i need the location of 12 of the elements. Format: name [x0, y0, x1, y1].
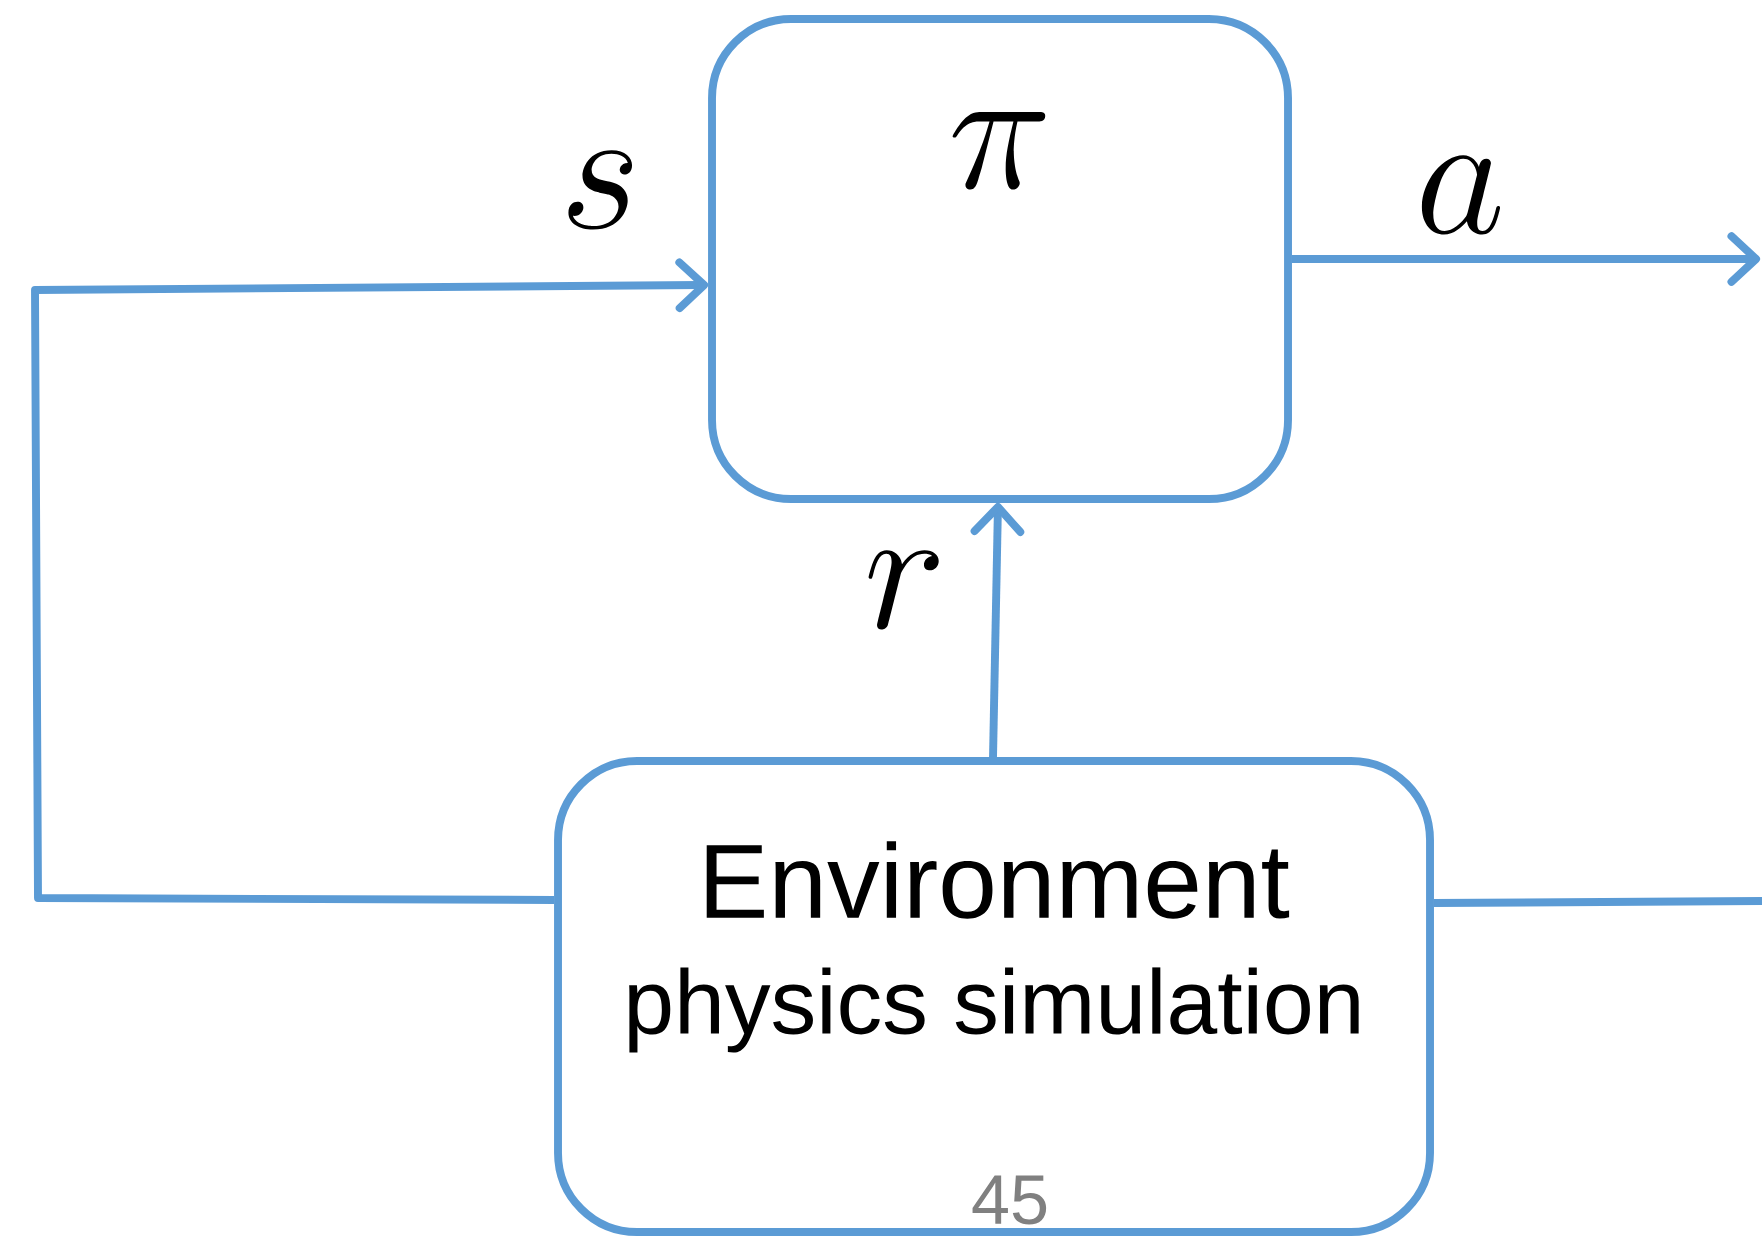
page-number: 45: [972, 1175, 1047, 1225]
arrow: [970, 502, 1025, 758]
symbol: $\pi$: [952, 112, 1046, 190]
edge-label: $s$: [555, 148, 645, 232]
edge-label: $r$: [860, 548, 950, 632]
environment-box: [554, 757, 1434, 1236]
edge-label: $a$: [1411, 153, 1509, 237]
box-text: Environment: [706, 841, 1290, 919]
arrow: [1291, 232, 1761, 286]
policy-box: [708, 15, 1292, 503]
arrow: [31, 258, 709, 904]
box-text: physics simulation: [629, 967, 1359, 1053]
